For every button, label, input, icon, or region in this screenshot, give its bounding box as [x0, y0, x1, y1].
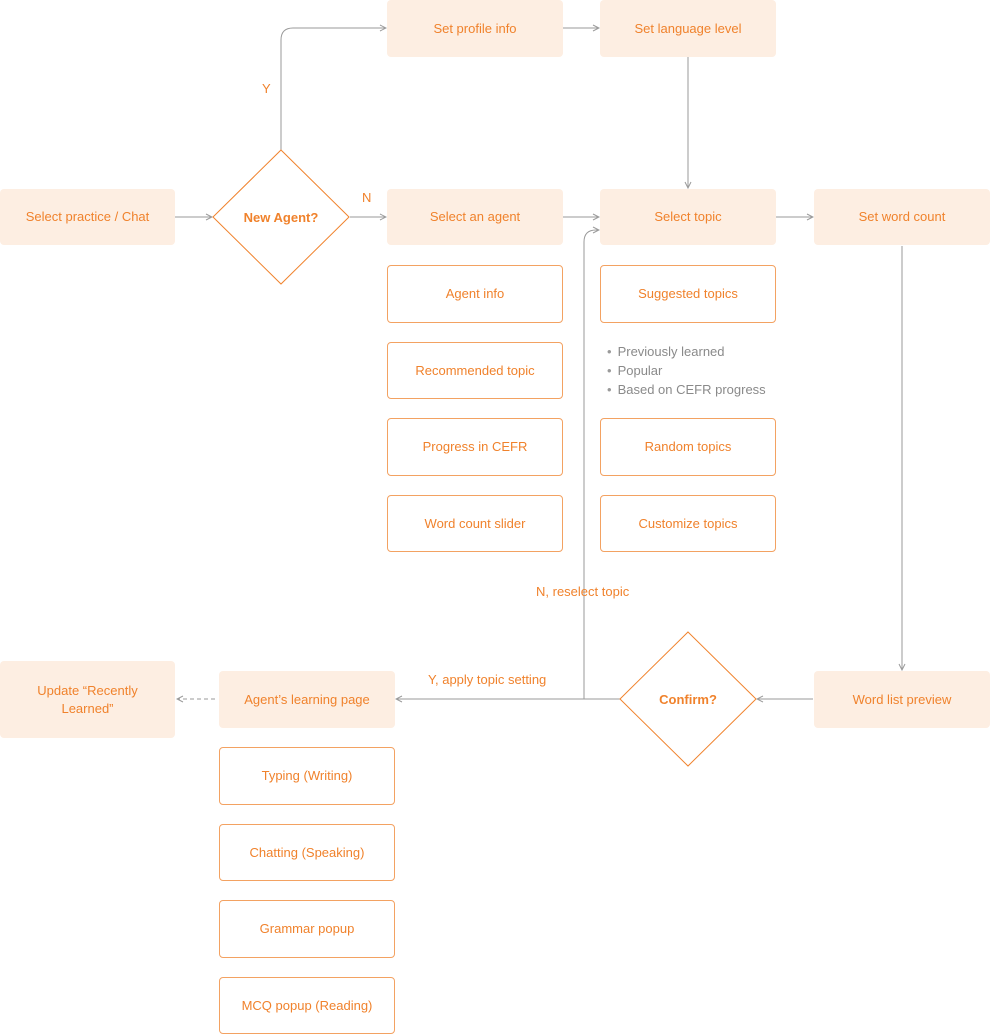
- new-agent-decision: New Agent?: [243, 209, 319, 225]
- chatting-node: Chatting (Speaking): [219, 824, 395, 881]
- list-item: Based on CEFR progress: [607, 380, 766, 399]
- suggested-topics-node: Suggested topics: [600, 265, 776, 323]
- select-practice-node: Select practice / Chat: [0, 189, 175, 245]
- word-list-preview-node: Word list preview: [814, 671, 990, 728]
- edge-label-yes: Y: [262, 81, 271, 96]
- edge-label-no: N: [362, 190, 372, 205]
- confirm-diamond-shape: [619, 631, 757, 767]
- set-language-node: Set language level: [600, 0, 776, 57]
- list-item: Popular: [607, 361, 766, 380]
- select-topic-node: Select topic: [600, 189, 776, 245]
- grammar-popup-node: Grammar popup: [219, 900, 395, 958]
- progress-cefr-node: Progress in CEFR: [387, 418, 563, 476]
- select-agent-node: Select an agent: [387, 189, 563, 245]
- customize-topics-node: Customize topics: [600, 495, 776, 552]
- recommended-topic-node: Recommended topic: [387, 342, 563, 399]
- new-agent-diamond-shape: [212, 149, 350, 285]
- agent-info-node: Agent info: [387, 265, 563, 323]
- edge-newagent-yes-to-profile: [280, 28, 386, 150]
- edge-confirm-no-to-topic: [583, 230, 620, 700]
- learning-page-node: Agent’s learning page: [219, 671, 395, 728]
- edge-label-apply: Y, apply topic setting: [428, 672, 547, 687]
- mcq-popup-node: MCQ popup (Reading): [219, 977, 395, 1034]
- confirm-decision: Confirm?: [659, 691, 717, 707]
- word-count-slider-node: Word count slider: [387, 495, 563, 552]
- update-recent-node: Update “Recently Learned”: [0, 661, 175, 738]
- edge-label-reselect: N, reselect topic: [536, 584, 630, 599]
- set-profile-node: Set profile info: [387, 0, 563, 57]
- set-word-count-node: Set word count: [814, 189, 990, 245]
- random-topics-node: Random topics: [600, 418, 776, 476]
- list-item: Previously learned: [607, 342, 766, 361]
- typing-node: Typing (Writing): [219, 747, 395, 805]
- suggested-topics-list: Previously learned Popular Based on CEFR…: [607, 342, 766, 399]
